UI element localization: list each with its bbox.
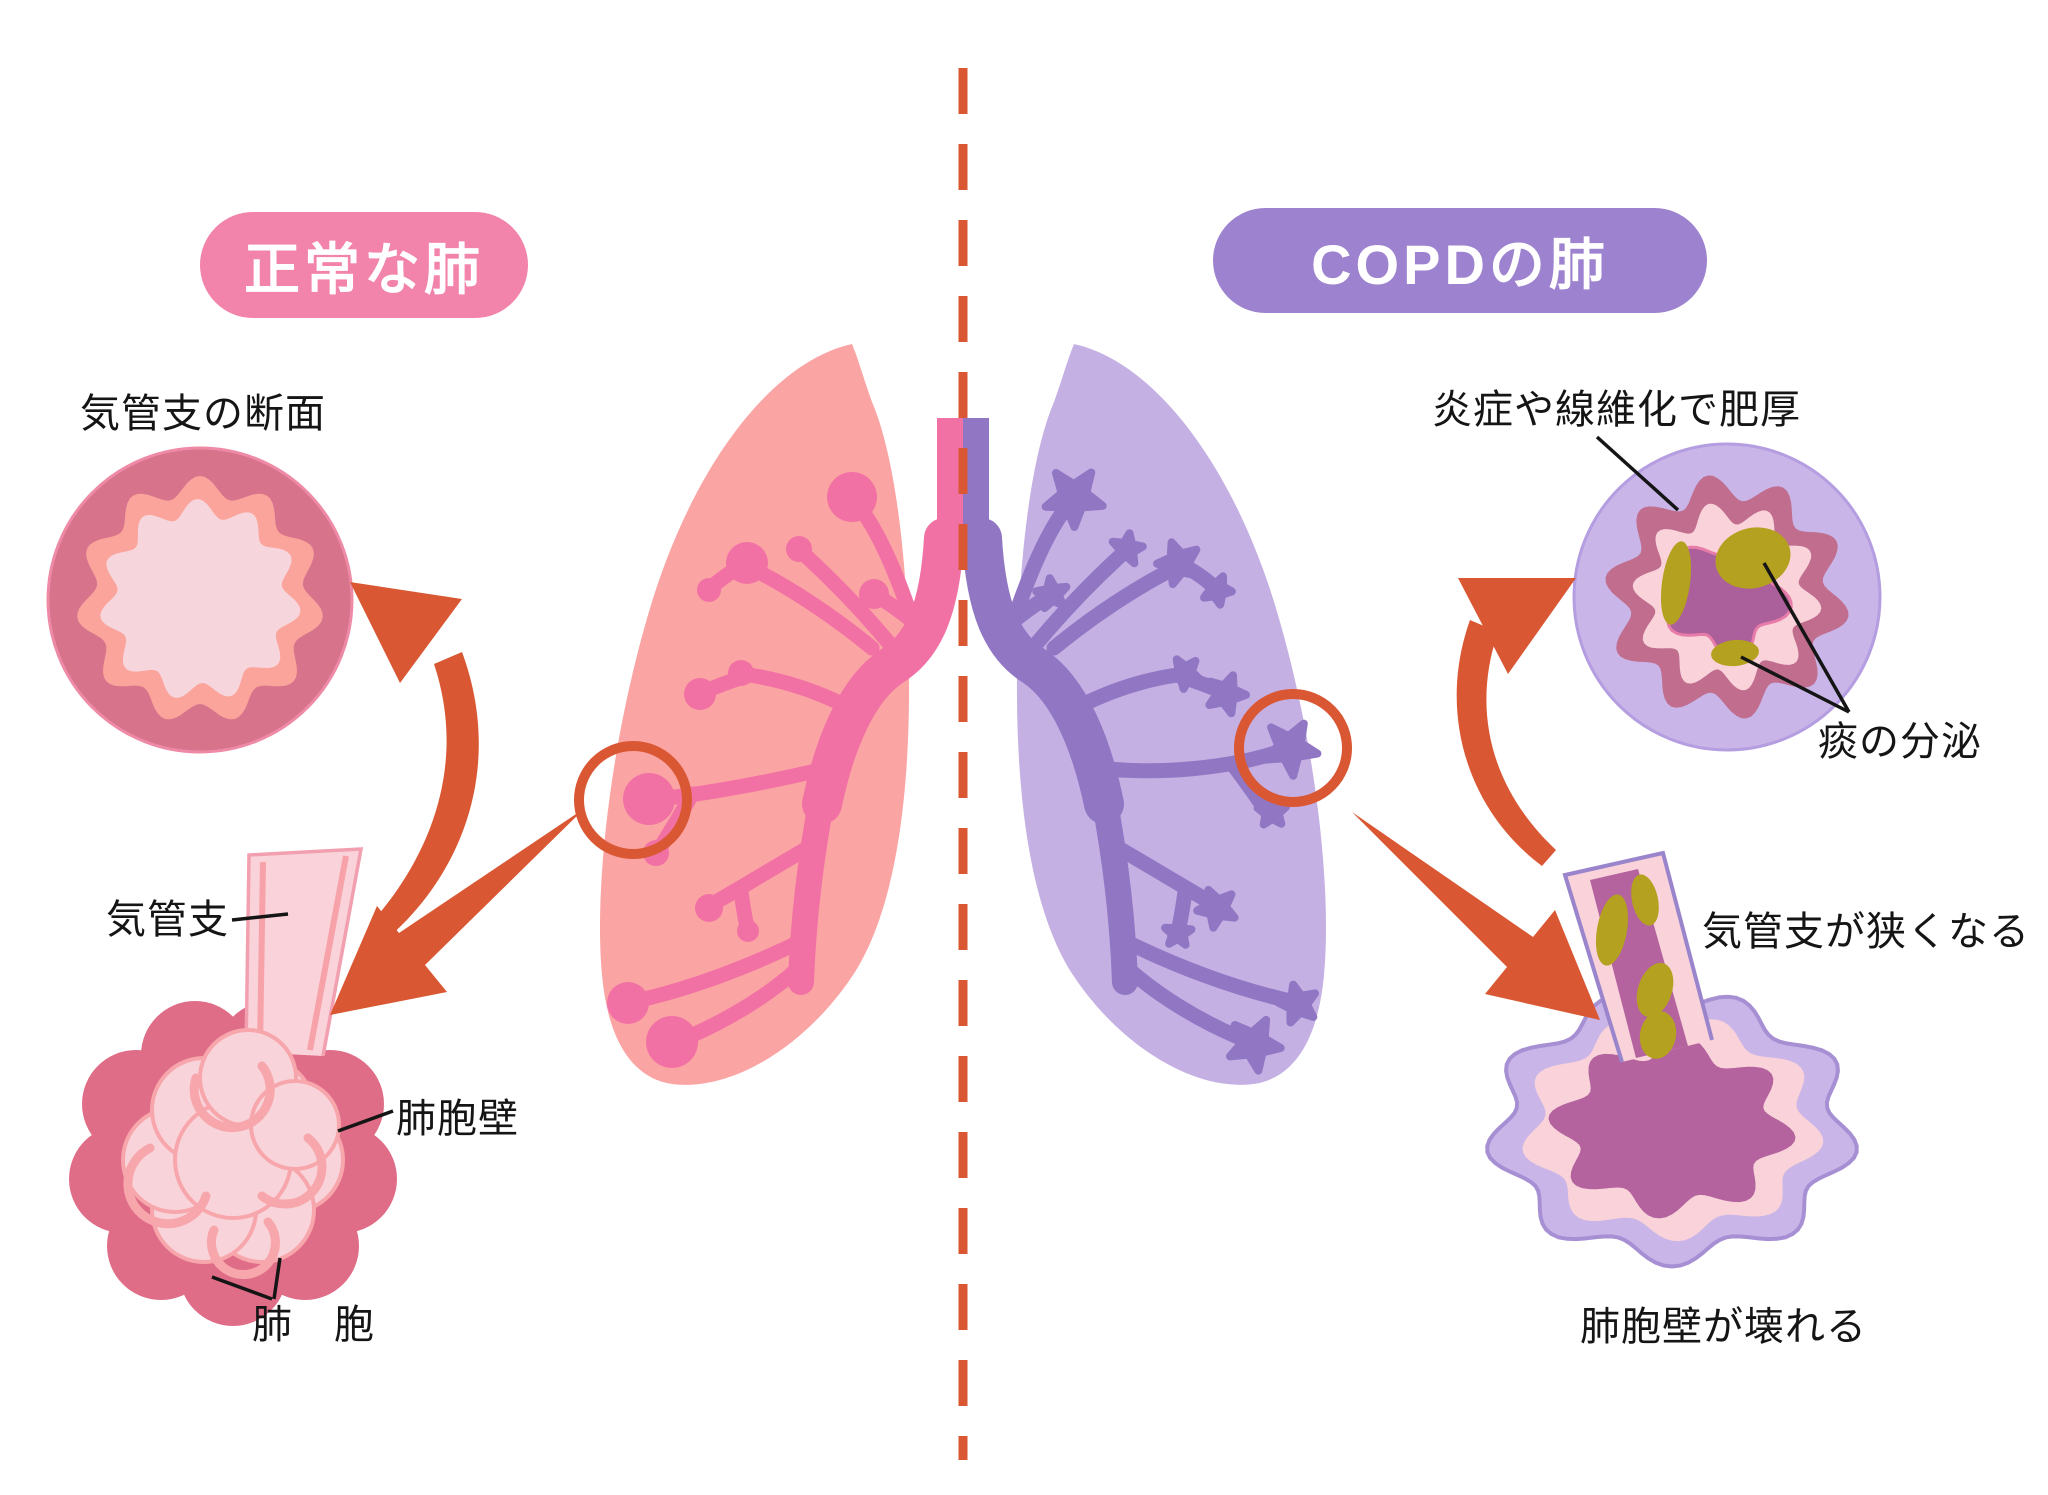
label-bronchus-cross-section: 気管支の断面 bbox=[80, 392, 326, 436]
line-alveoli-1 bbox=[211, 1275, 273, 1301]
line-bronchus-label bbox=[231, 912, 289, 922]
copd-lung-badge: COPDの肺 bbox=[1213, 208, 1707, 313]
label-mucus-secretion: 痰の分泌 bbox=[1818, 720, 1982, 764]
line-thickening bbox=[1595, 435, 1680, 512]
line-alveolar-wall bbox=[337, 1109, 394, 1133]
label-alveoli: 肺 胞 bbox=[252, 1303, 375, 1347]
arrow-left-curved-to-cross-section bbox=[350, 582, 479, 938]
narrowed-bronchus-tube bbox=[1562, 850, 1714, 1063]
annotation-lines bbox=[211, 435, 1851, 1301]
label-bronchus: 気管支 bbox=[106, 898, 229, 942]
copd-bronchus-cross-section bbox=[1572, 442, 1882, 752]
left-lung-body bbox=[599, 344, 910, 1085]
zoom-circle-left bbox=[574, 741, 692, 859]
line-mucus-1 bbox=[1762, 562, 1851, 713]
label-alveolar-wall-destruction: 肺胞壁が壊れる bbox=[1580, 1305, 1867, 1349]
normal-bronchus-tube bbox=[244, 847, 364, 1057]
right-lung-body bbox=[1016, 344, 1327, 1085]
label-bronchus-narrowing: 気管支が狭くなる bbox=[1702, 910, 2030, 954]
normal-bronchus-cross-section bbox=[46, 446, 354, 754]
normal-alveoli-illustration bbox=[69, 847, 397, 1326]
arrow-right-curved-to-cross-section bbox=[1456, 578, 1576, 866]
line-mucus-2 bbox=[1740, 655, 1850, 714]
label-thickening: 炎症や線維化で肥厚 bbox=[1432, 388, 1801, 432]
normal-lung-badge: 正常な肺 bbox=[200, 212, 528, 318]
left-tree-alveoli-dots bbox=[607, 472, 889, 1068]
damaged-alveolus-illustration bbox=[1485, 850, 1859, 1269]
right-tree-damaged-alveoli-stars bbox=[1032, 468, 1322, 1075]
line-alveoli-2 bbox=[272, 1257, 282, 1300]
alveoli-wall-curves bbox=[123, 1061, 327, 1279]
zoom-circle-right bbox=[1234, 689, 1352, 807]
arrow-right-straight-to-alveolus bbox=[1352, 812, 1600, 1020]
label-alveolar-wall: 肺胞壁 bbox=[396, 1097, 519, 1141]
arrow-left-straight-to-alveoli bbox=[330, 808, 585, 1015]
